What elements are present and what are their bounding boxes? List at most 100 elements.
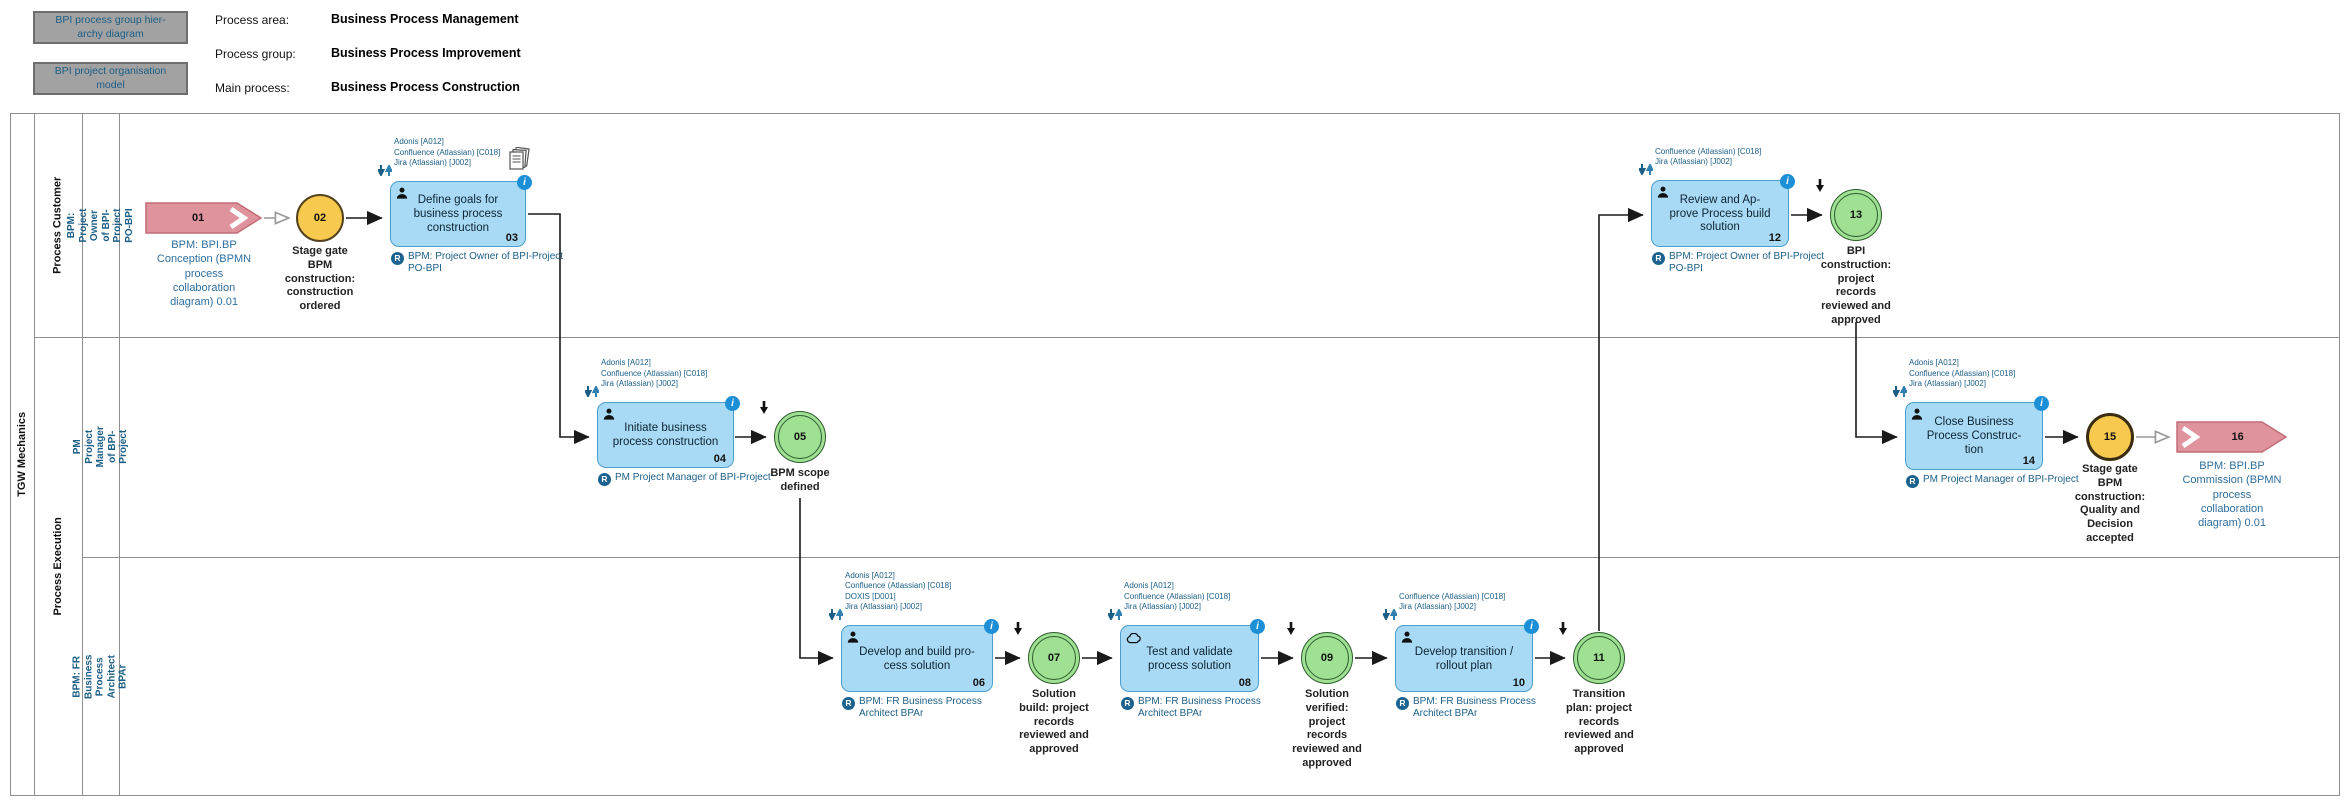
task-number: 14 — [2022, 455, 2035, 467]
event-15-label: Stage gate BPM construction: Quality and… — [2074, 463, 2146, 544]
pink-arrow-shape — [145, 202, 263, 234]
transfer-arrows-icon — [1381, 607, 1399, 623]
event-number: 02 — [313, 212, 327, 224]
task-number: 12 — [1768, 232, 1781, 244]
info-icon[interactable]: i — [1250, 619, 1265, 634]
input-arrow-icon — [1815, 178, 1825, 196]
task-role: R PM Project Manager of BPI-Project — [1906, 474, 2084, 488]
process-ref-01[interactable]: 01 — [145, 202, 263, 234]
tool-annotations: Adonis [A012] Confluence (Atlassian) [C0… — [1891, 358, 2089, 400]
tool-annotations: Confluence (Atlassian) [C018] Jira (Atla… — [1381, 592, 1579, 623]
task-label: Review and Ap- prove Process build solut… — [1669, 193, 1771, 234]
info-icon[interactable]: i — [984, 619, 999, 634]
task-initiate-construction[interactable]: Adonis [A012] Confluence (Atlassian) [C0… — [583, 358, 771, 486]
responsible-icon: R — [391, 252, 404, 265]
bpi-process-group-hierarchy-button[interactable]: BPI process group hier- archy diagram — [33, 11, 188, 44]
task-role: R PM Project Manager of BPI-Project — [598, 472, 776, 486]
person-icon — [1657, 185, 1669, 203]
event-05-label: BPM scope defined — [770, 467, 830, 493]
row-process-execution: Process Execution — [51, 517, 64, 616]
event-13-milestone[interactable]: 13 BPI construction: project records rev… — [1816, 179, 1891, 326]
tool-annotations: Adonis [A012] Confluence (Atlassian) [C0… — [376, 137, 574, 179]
event-09-label: Solution verified: project records revie… — [1292, 688, 1362, 769]
bpi-project-organisation-button[interactable]: BPI project organisation model — [33, 62, 188, 95]
task-role: R BPM: FR Business Process Architect BPA… — [842, 696, 1020, 720]
event-02-label: Stage gate BPM construction: constructio… — [284, 245, 356, 312]
lane-project-owner: BPM: Project Owner of BPI-Project PO-BPI — [66, 207, 135, 243]
info-icon[interactable]: i — [1524, 619, 1539, 634]
info-icon[interactable]: i — [1780, 174, 1795, 189]
event-07-milestone[interactable]: 07 Solution build: project records revie… — [1014, 622, 1089, 755]
ref-number: 01 — [191, 212, 205, 224]
task-number: 06 — [972, 677, 985, 689]
pink-arrow-shape — [2176, 421, 2288, 453]
row-divider — [82, 113, 83, 796]
tool-annotations: Adonis [A012] Confluence (Atlassian) [C0… — [827, 571, 1025, 623]
process-group-value: Business Process Improvement — [331, 46, 521, 60]
info-icon[interactable]: i — [725, 396, 740, 411]
pool-title: TGW Mechanics — [15, 412, 28, 497]
task-label: Define goals for business process constr… — [413, 194, 503, 234]
lane-process-architect: BPM: FR Business Process Architect BPAr — [71, 654, 129, 699]
person-icon — [396, 186, 408, 204]
responsible-icon: R — [1121, 697, 1134, 710]
tool-annotations: Adonis [A012] Confluence (Atlassian) [C0… — [583, 358, 781, 400]
task-label: Develop and build pro- cess solution — [859, 645, 975, 672]
task-label: Close Business Process Construc- tion — [1926, 416, 2022, 456]
event-11-label: Transition plan: project records reviewe… — [1564, 688, 1634, 755]
responsible-icon: R — [842, 697, 855, 710]
main-process-label: Main process: — [215, 81, 290, 95]
event-number: 07 — [1047, 652, 1061, 664]
input-arrow-icon — [1013, 621, 1023, 639]
event-07-label: Solution build: project records reviewed… — [1019, 688, 1089, 755]
event-09-milestone[interactable]: 09 Solution verified: project records re… — [1287, 622, 1362, 769]
process-ref-16[interactable]: 16 — [2176, 421, 2288, 453]
event-13-label: BPI construction: project records review… — [1820, 245, 1892, 326]
person-icon — [847, 630, 859, 648]
input-arrow-icon — [1558, 621, 1568, 639]
lane-name-divider — [119, 113, 120, 796]
transfer-arrows-icon — [827, 607, 845, 623]
person-icon — [1911, 407, 1923, 425]
info-icon[interactable]: i — [517, 175, 532, 190]
input-arrow-icon — [759, 400, 769, 418]
task-label: Develop transition / rollout plan — [1414, 645, 1514, 672]
transfer-arrows-icon — [376, 163, 394, 179]
event-15-stage-gate[interactable]: 15 Stage gate BPM construction: Quality … — [2075, 413, 2145, 544]
tool-annotations: Confluence (Atlassian) [C018] Jira (Atla… — [1637, 147, 1835, 178]
ref-01-caption[interactable]: BPM: BPI.BP Conception (BPMN process col… — [156, 239, 252, 309]
documents-icon[interactable] — [508, 146, 530, 179]
transfer-arrows-icon — [583, 384, 601, 400]
input-arrow-icon — [1286, 621, 1296, 639]
task-close-construction[interactable]: Adonis [A012] Confluence (Atlassian) [C0… — [1891, 358, 2079, 488]
ref-16-caption[interactable]: BPM: BPI.BP Commission (BPMN process col… — [2182, 460, 2282, 530]
event-number: 11 — [1593, 652, 1605, 664]
task-test-validate-solution[interactable]: Adonis [A012] Confluence (Atlassian) [C0… — [1106, 581, 1265, 719]
task-develop-transition-plan[interactable]: Confluence (Atlassian) [C018] Jira (Atla… — [1381, 592, 1539, 719]
info-icon[interactable]: i — [2034, 396, 2049, 411]
person-icon — [1401, 630, 1413, 648]
task-review-approve-solution[interactable]: Confluence (Atlassian) [C018] Jira (Atla… — [1637, 147, 1824, 274]
task-role: R BPM: FR Business Process Architect BPA… — [1121, 696, 1299, 720]
event-number: 13 — [1849, 209, 1863, 221]
task-label: Test and validate process solution — [1146, 645, 1233, 672]
task-number: 08 — [1238, 677, 1251, 689]
task-define-goals[interactable]: Adonis [A012] Confluence (Atlassian) [C0… — [376, 137, 563, 274]
event-05-milestone[interactable]: 05 BPM scope defined — [760, 401, 830, 493]
process-group-label: Process group: — [215, 47, 296, 61]
cloud-icon — [1126, 631, 1142, 649]
transfer-arrows-icon — [1891, 384, 1909, 400]
event-11-milestone[interactable]: 11 Transition plan: project records revi… — [1559, 622, 1634, 755]
task-number: 03 — [505, 232, 518, 244]
responsible-icon: R — [1652, 252, 1665, 265]
task-number: 10 — [1512, 677, 1525, 689]
event-number: 05 — [793, 431, 807, 443]
ref-number: 16 — [2231, 431, 2244, 443]
event-02-stage-gate[interactable]: 02 Stage gate BPM construction: construc… — [285, 194, 355, 312]
lane-boundary-2 — [82, 557, 2340, 558]
tool-annotations: Adonis [A012] Confluence (Atlassian) [C0… — [1106, 581, 1304, 623]
task-develop-build-solution[interactable]: Adonis [A012] Confluence (Atlassian) [C0… — [827, 571, 999, 719]
task-role: R BPM: FR Business Process Architect BPA… — [1396, 696, 1574, 720]
pool-divider — [34, 113, 35, 796]
